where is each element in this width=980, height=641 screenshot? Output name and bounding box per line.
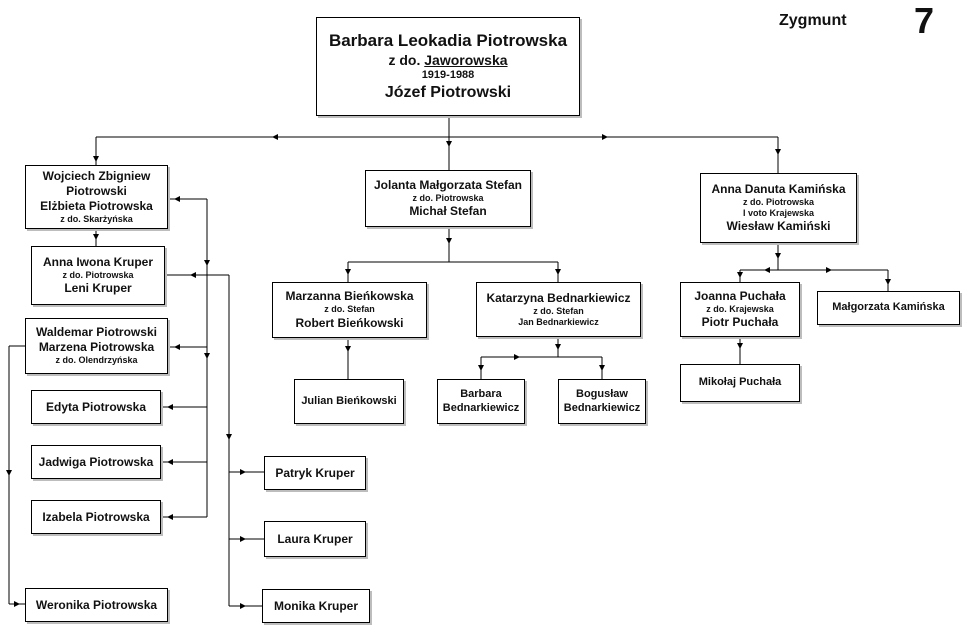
barbara-bednarkiewicz-box: Barbara Bednarkiewicz [437,379,525,424]
root-years: 1919-1988 [421,69,475,81]
katarzyna-box: Katarzyna Bednarkiewicz z do. Stefan Jan… [476,282,641,337]
root-name: Barbara Leokadia Piotrowska [328,31,568,51]
anna-kaminska-box: Anna Danuta Kamińska z do. Piotrowska I … [700,173,857,243]
joanna-box: Joanna Puchała z do. Krajewska Piotr Puc… [680,282,800,337]
laura-box: Laura Kruper [264,521,366,557]
family-branch-name: Zygmunt [779,12,847,29]
weronika-box: Weronika Piotrowska [25,588,168,622]
marzanna-box: Marzanna Bieńkowska z do. Stefan Robert … [272,282,427,338]
boguslaw-bednarkiewicz-box: Bogusław Bednarkiewicz [558,379,646,424]
root-maiden: z do. Jaworowska [388,51,508,68]
patryk-box: Patryk Kruper [264,456,366,490]
julian-box: Julian Bieńkowski [294,379,404,424]
izabela-box: Izabela Piotrowska [31,500,161,534]
jolanta-box: Jolanta Małgorzata Stefan z do. Piotrows… [365,170,531,227]
monika-box: Monika Kruper [262,589,370,623]
anna-kruper-box: Anna Iwona Kruper z do. Piotrowska Leni … [31,246,165,305]
root-couple-box: Barbara Leokadia Piotrowska z do. Jaworo… [316,17,580,116]
wojciech-box: Wojciech Zbigniew Piotrowski Elżbieta Pi… [25,165,168,229]
mikolaj-box: Mikołaj Puchała [680,364,800,402]
root-maiden-name: Jaworowska [424,51,508,68]
root-spouse: Józef Piotrowski [384,83,512,101]
waldemar-box: Waldemar Piotrowski Marzena Piotrowska z… [25,318,168,374]
jadwiga-box: Jadwiga Piotrowska [31,445,161,479]
malgorzata-box: Małgorzata Kamińska [817,291,960,325]
edyta-box: Edyta Piotrowska [31,390,161,424]
page-number: 7 [914,0,935,41]
